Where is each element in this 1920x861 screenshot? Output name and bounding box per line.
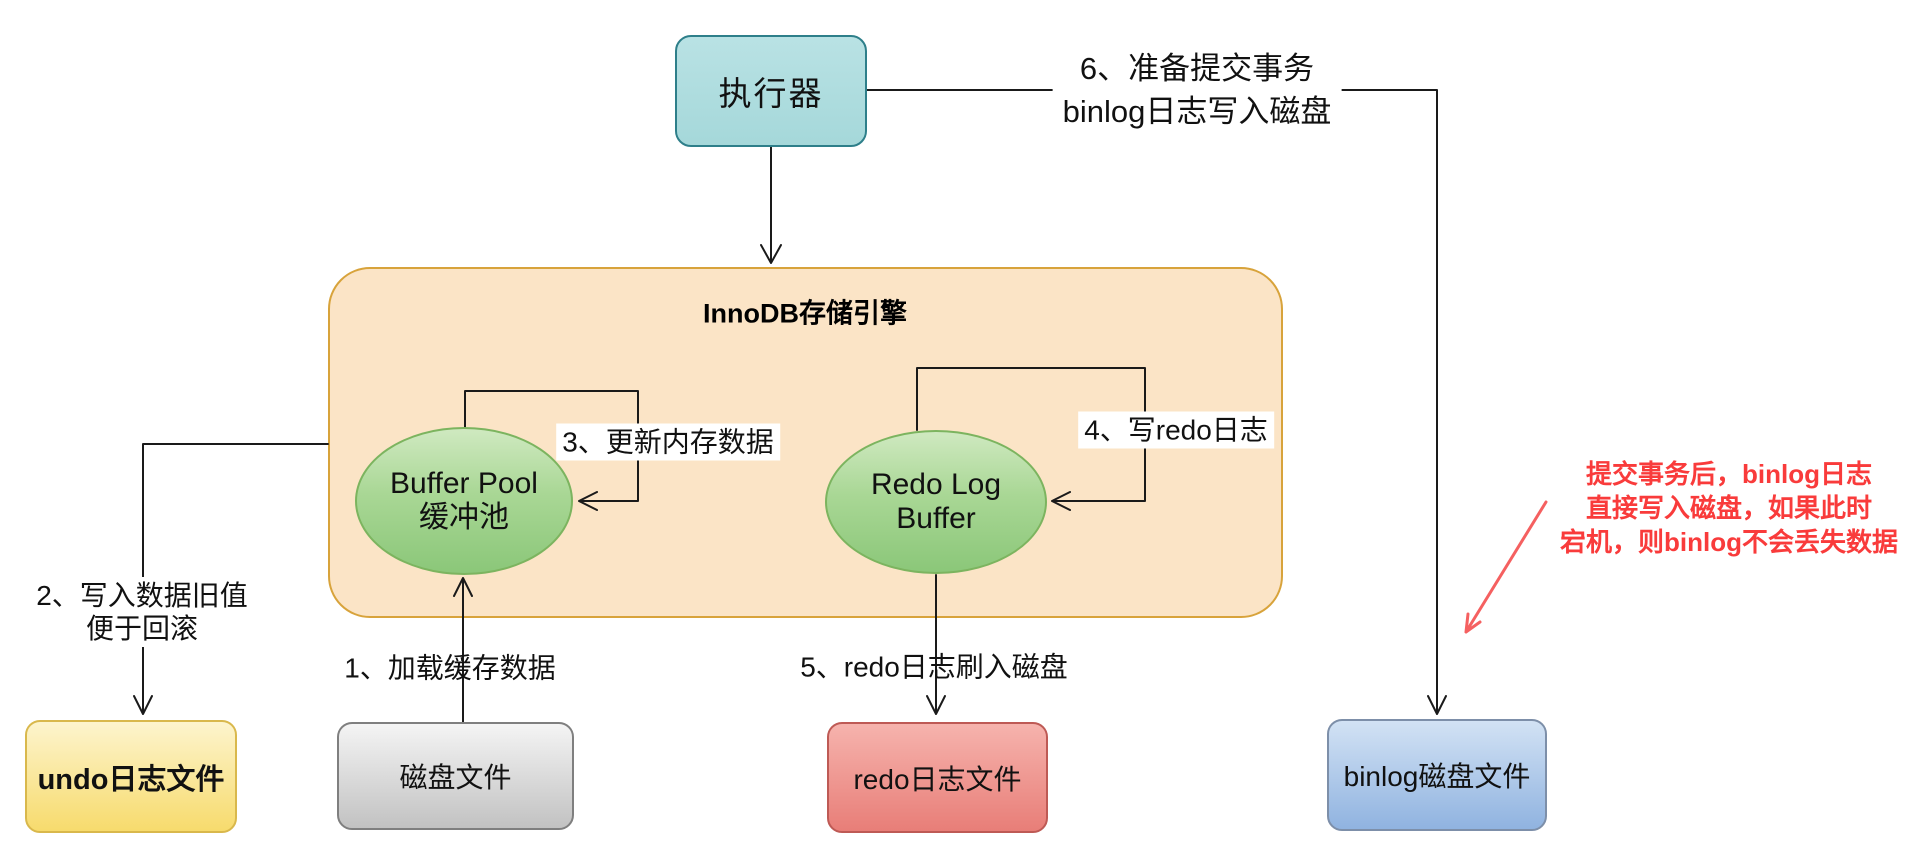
binlog-disk-file-node: binlog磁盘文件 [1327,719,1547,831]
binlog-annotation-line1: 提交事务后，binlog日志 [1586,459,1872,489]
step2-label-line1: 2、写入数据旧值 [36,580,248,611]
arrow-binlog-write-disk [866,89,1447,715]
executor-label: 执行器 [718,75,824,112]
arrow-load-cache-data [453,577,473,723]
disk-file-node: 磁盘文件 [337,722,574,830]
buffer-pool-ellipse: Buffer Pool 缓冲池 [355,427,573,575]
binlog-annotation-line3: 宕机，则binlog不会丢失数据 [1560,527,1898,557]
binlog-annotation: 提交事务后，binlog日志 直接写入磁盘，如果此时 宕机，则binlog不会丢… [1560,457,1898,559]
step2-label-line2: 便于回滚 [85,613,199,644]
step4-label: 4、写redo日志 [1078,411,1274,449]
step6-label: 6、准备提交事务 binlog日志写入磁盘 [1052,45,1342,135]
redo-log-buffer-ellipse: Redo Log Buffer [825,430,1047,574]
step6-label-line1: 6、准备提交事务 [1079,51,1315,86]
binlog-disk-file-label: binlog磁盘文件 [1343,761,1531,792]
step2-label: 2、写入数据旧值 便于回滚 [30,577,254,647]
arrow-write-redo-loop [916,367,1146,511]
redo-log-file-label: redo日志文件 [853,763,1022,795]
redo-log-buffer-label-line1: Redo Log [870,468,1002,501]
undo-log-file-node: undo日志文件 [25,720,237,833]
binlog-annotation-line2: 直接写入磁盘，如果此时 [1585,493,1873,523]
step3-label: 3、更新内存数据 [556,423,780,461]
disk-file-label: 磁盘文件 [399,762,512,793]
arrow-redo-flush-disk [926,574,946,715]
buffer-pool-label-line1: Buffer Pool [390,467,538,500]
redo-log-file-node: redo日志文件 [827,722,1048,833]
annotation-arrow [1464,500,1548,634]
arrow-update-memory-loop [464,390,639,511]
undo-log-file-label: undo日志文件 [37,763,225,796]
executor-node: 执行器 [675,35,867,147]
arrow-executor-to-innodb [760,146,782,264]
step1-label: 1、加载缓存数据 [344,652,556,684]
step6-label-line2: binlog日志写入磁盘 [1062,94,1332,129]
innodb-title: InnoDB存储引擎 [703,298,907,329]
step5-label: 5、redo日志刷入磁盘 [800,651,1068,683]
buffer-pool-label-line2: 缓冲池 [419,501,509,534]
redo-log-buffer-label-line2: Buffer [896,502,976,535]
